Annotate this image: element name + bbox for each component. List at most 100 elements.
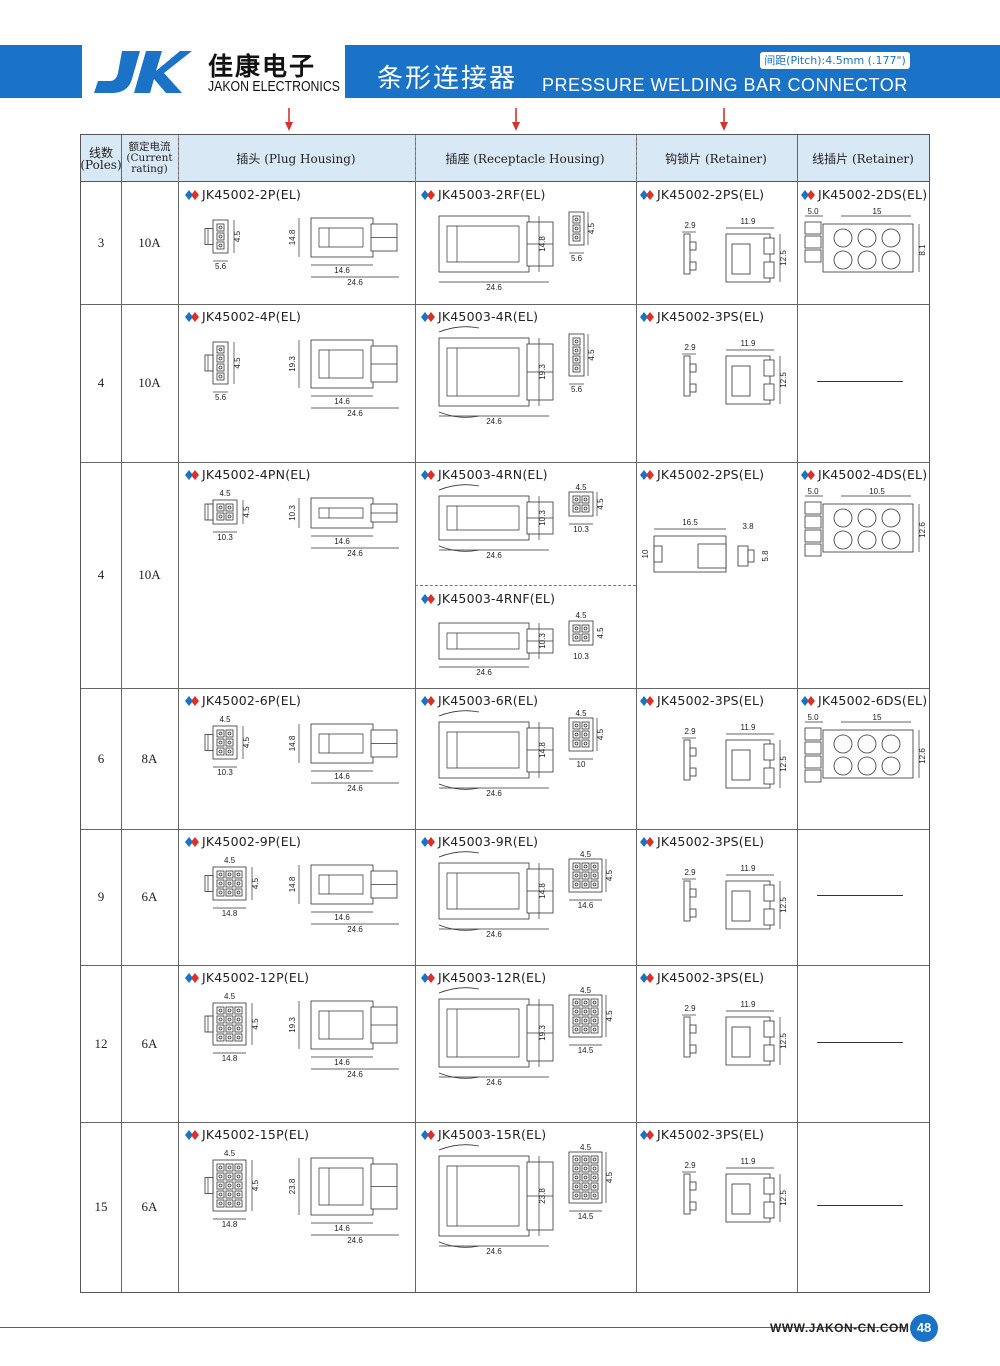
poles-cell: 6 (97, 750, 105, 766)
part-number-retainer[interactable]: JK45002-3PS(EL) (640, 834, 764, 849)
dimension-label: 10.3 (217, 533, 233, 542)
dimension-label: 4.5 (575, 483, 587, 492)
dimension-label: 11.9 (741, 864, 757, 873)
part-number-receptacle[interactable]: JK45003-2RF(EL) (421, 187, 546, 202)
dimension-label: 19.3 (288, 1017, 297, 1033)
part-number-plug[interactable]: JK45002-4P(EL) (185, 309, 301, 324)
part-number-plug[interactable]: JK45002-2P(EL) (185, 187, 301, 202)
dimension-label: 14.8 (288, 229, 297, 245)
part-number-retainer[interactable]: JK45002-3PS(EL) (640, 309, 764, 324)
part-number-retainer[interactable]: JK45002-3PS(EL) (640, 1127, 764, 1142)
part-number-plug[interactable]: JK45002-4PN(EL) (185, 467, 311, 482)
part-number-plug[interactable]: JK45002-15P(EL) (185, 1127, 309, 1142)
dimension-label: 12.5 (779, 372, 788, 388)
dimension-label: 24.6 (347, 784, 363, 793)
dimension-label: 5.0 (807, 713, 819, 722)
dimension-label: 3.8 (742, 522, 754, 531)
dimension-label: 12.5 (779, 897, 788, 913)
row-divider (81, 688, 929, 689)
receptacle-housing-drawing: 23.824.64.514.54.5 (438, 1143, 614, 1256)
dimension-label: 14.6 (334, 1058, 350, 1067)
dimension-label: 24.6 (486, 551, 502, 560)
dimension-label: 2.9 (684, 868, 696, 877)
receptacle-housing-drawing: 19.324.64.55.6 (438, 326, 596, 426)
dimension-label: 12.5 (779, 1033, 788, 1049)
receptacle-housing-drawing: 14.824.64.55.6 (438, 211, 596, 292)
part-number-retainer-wire[interactable]: JK45002-6DS(EL) (801, 693, 927, 708)
dimension-label: 12.6 (918, 522, 927, 538)
dimension-label: 10 (641, 549, 650, 558)
receptacle-housing-drawing: 10.324.64.510.34.5 (438, 483, 605, 560)
dimension-label: 12.5 (779, 756, 788, 772)
dimension-label: 10.3 (538, 633, 547, 649)
part-number-text: JK45002-3PS(EL) (657, 309, 765, 324)
header-retainer: 钩锁片 (Retainer) (665, 151, 767, 166)
dimension-label: 14.8 (538, 883, 547, 899)
part-number-plug[interactable]: JK45002-12P(EL) (185, 970, 309, 985)
dimension-label: 4.5 (605, 1010, 614, 1022)
part-number-text: JK45002-2PS(EL) (657, 467, 765, 482)
dimension-label: 14.8 (288, 735, 297, 751)
part-number-retainer[interactable]: JK45002-2PS(EL) (640, 187, 764, 202)
dimension-label: 11.9 (741, 723, 757, 732)
part-number-text: JK45003-12R(EL) (438, 970, 547, 985)
footer-url: WWW.JAKON-CN.COM (770, 1321, 910, 1335)
dimension-label: 4.5 (596, 498, 605, 510)
dimension-label: 14.8 (288, 876, 297, 892)
part-number-retainer-wire[interactable]: JK45002-2DS(EL) (801, 187, 927, 202)
dimension-label: 14.8 (222, 909, 238, 918)
arrow-down-icon (720, 108, 728, 131)
part-number-receptacle[interactable]: JK45003-4R(EL) (421, 309, 538, 324)
header-poles: 线数(Poles) (80, 145, 122, 172)
pitch-badge: 间距(Pitch):4.5mm (.177") (760, 52, 910, 69)
dimension-label: 8.1 (918, 244, 927, 256)
part-number-plug[interactable]: JK45002-9P(EL) (185, 834, 301, 849)
part-number-receptacle[interactable]: JK45003-15R(EL) (421, 1127, 546, 1142)
part-number-receptacle[interactable]: JK45003-12R(EL) (421, 970, 546, 985)
header-plug: 插头 (Plug Housing) (236, 151, 356, 166)
dimension-label: 14.8 (222, 1220, 238, 1229)
part-number-retainer[interactable]: JK45002-3PS(EL) (640, 970, 764, 985)
dimension-label: 19.3 (538, 364, 547, 380)
part-number-receptacle[interactable]: JK45003-6R(EL) (421, 693, 538, 708)
dimension-label: 5.6 (571, 254, 583, 263)
dimension-label: 24.6 (347, 549, 363, 558)
page-title-cn: 条形连接器 (377, 64, 518, 94)
dimension-label: 14.8 (222, 1054, 238, 1063)
part-number-retainer[interactable]: JK45002-3PS(EL) (640, 693, 764, 708)
plug-housing-drawing: 4.55.614.814.624.6 (204, 217, 399, 287)
part-number-text: JK45002-15P(EL) (202, 1127, 310, 1142)
dimension-label: 10.3 (573, 525, 589, 534)
part-number-receptacle[interactable]: JK45003-4RN(EL) (421, 467, 548, 482)
dimension-label: 4.5 (251, 1018, 260, 1030)
part-number-receptacle[interactable]: JK45003-9R(EL) (421, 834, 538, 849)
part-number-retainer[interactable]: JK45002-2PS(EL) (640, 467, 764, 482)
dimension-label: 10.3 (217, 768, 233, 777)
dimension-label: 24.6 (486, 789, 502, 798)
plug-housing-drawing: 4.55.619.314.624.6 (204, 339, 399, 418)
dimension-label: 24.6 (347, 925, 363, 934)
part-number-retainer-wire[interactable]: JK45002-4DS(EL) (801, 467, 927, 482)
dimension-label: 4.5 (233, 230, 242, 242)
dimension-label: 5.6 (215, 262, 227, 271)
dimension-label: 19.3 (288, 356, 297, 372)
dimension-label: 4.5 (242, 506, 251, 518)
dimension-label: 24.6 (486, 1078, 502, 1087)
dimension-label: 4.5 (224, 1149, 236, 1158)
rating-cell: 8A (141, 750, 158, 766)
part-number-text: JK45002-3PS(EL) (657, 1127, 765, 1142)
page-title-en: PRESSURE WELDING BAR CONNECTOR (542, 75, 908, 95)
poles-cell: 15 (94, 1199, 108, 1214)
part-number-text: JK45002-3PS(EL) (657, 693, 765, 708)
dimension-label: 24.6 (347, 1236, 363, 1245)
part-number-receptacle-alt[interactable]: JK45003-4RNF(EL) (421, 591, 555, 606)
plug-housing-drawing: 4.510.34.510.314.624.6 (204, 489, 399, 558)
dimension-label: 14.6 (334, 772, 350, 781)
dimension-label: 12.6 (918, 748, 927, 764)
dashed-column-guide (415, 135, 416, 182)
part-number-plug[interactable]: JK45002-6P(EL) (185, 693, 301, 708)
